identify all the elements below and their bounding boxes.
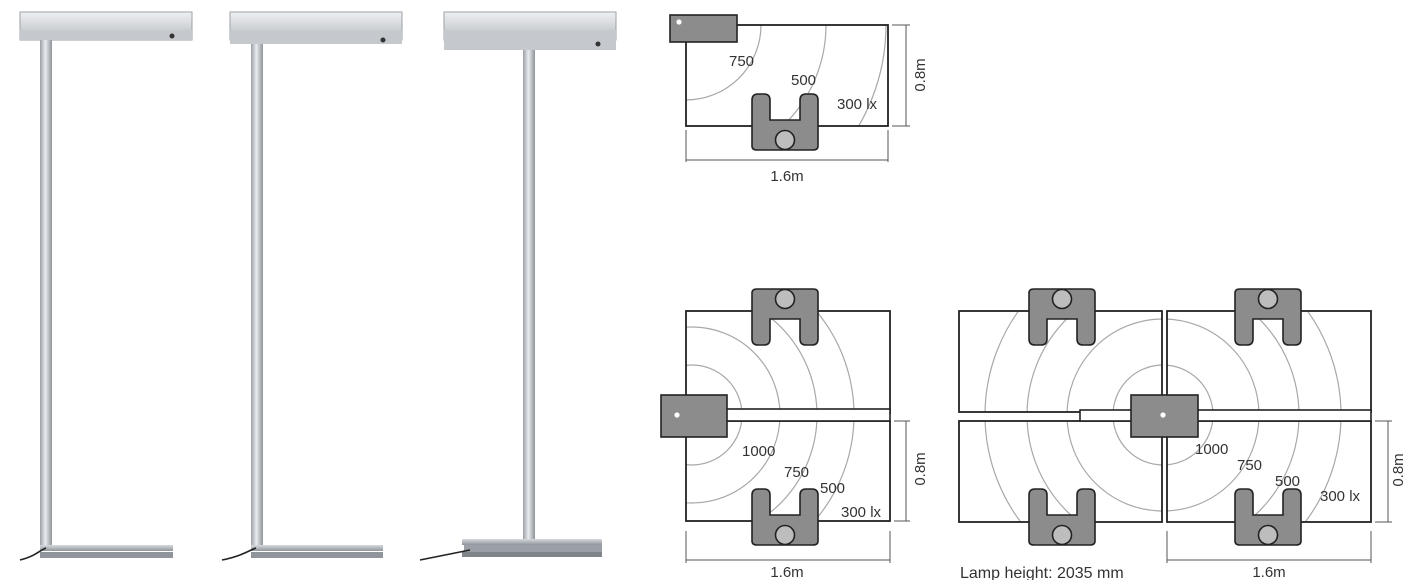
contour-label: 1000 bbox=[742, 443, 775, 460]
width-dimension bbox=[685, 531, 891, 563]
contour-label: 750 bbox=[729, 53, 754, 70]
width-label: 1.6m bbox=[770, 168, 803, 185]
contour-label: 500 bbox=[791, 72, 816, 89]
diagram-single-desk: 750 500 300 lx 1.6m 0.8m bbox=[669, 14, 929, 185]
floor-lamp-icon bbox=[19, 11, 617, 561]
lamp-height-caption: Lamp height: 2035 mm bbox=[960, 565, 1124, 580]
office-chair-icon bbox=[1028, 488, 1096, 546]
lamp-box bbox=[660, 394, 728, 438]
width-label: 1.6m bbox=[1252, 564, 1285, 580]
diagram-double-desk: 1000 750 500 300 lx 1.6m 0.8m bbox=[660, 288, 929, 580]
floor-lamp-3 bbox=[419, 11, 617, 561]
office-chair-icon bbox=[1234, 488, 1302, 546]
depth-dimension bbox=[894, 420, 910, 522]
depth-label: 0.8m bbox=[912, 58, 929, 91]
lamp-box bbox=[669, 14, 738, 43]
contour-label: 300 lx bbox=[841, 504, 882, 521]
contour-label: 300 lx bbox=[837, 96, 878, 113]
width-dimension bbox=[685, 130, 889, 162]
office-chair-icon bbox=[1028, 288, 1096, 346]
office-chair-icon bbox=[751, 288, 819, 346]
office-chair-icon bbox=[1234, 288, 1302, 346]
width-label: 1.6m bbox=[770, 564, 803, 580]
office-chair-icon bbox=[751, 488, 819, 546]
diagram-quad-desk: 1000 750 500 300 lx Lamp height: 2035 mm… bbox=[958, 288, 1407, 580]
contour-label: 300 lx bbox=[1320, 488, 1361, 505]
contour-label: 500 bbox=[820, 480, 845, 497]
office-chair-icon bbox=[751, 93, 819, 151]
width-dimension bbox=[1166, 531, 1372, 563]
depth-dimension bbox=[892, 24, 910, 127]
contour-label: 750 bbox=[784, 464, 809, 481]
contour-label: 1000 bbox=[1195, 441, 1228, 458]
floor-lamp-1 bbox=[19, 11, 193, 561]
floor-lamp-2 bbox=[221, 11, 403, 561]
depth-label: 0.8m bbox=[1390, 453, 1407, 486]
depth-label: 0.8m bbox=[912, 452, 929, 485]
contour-label: 750 bbox=[1237, 457, 1262, 474]
depth-dimension bbox=[1375, 420, 1392, 523]
contour-label: 500 bbox=[1275, 473, 1300, 490]
